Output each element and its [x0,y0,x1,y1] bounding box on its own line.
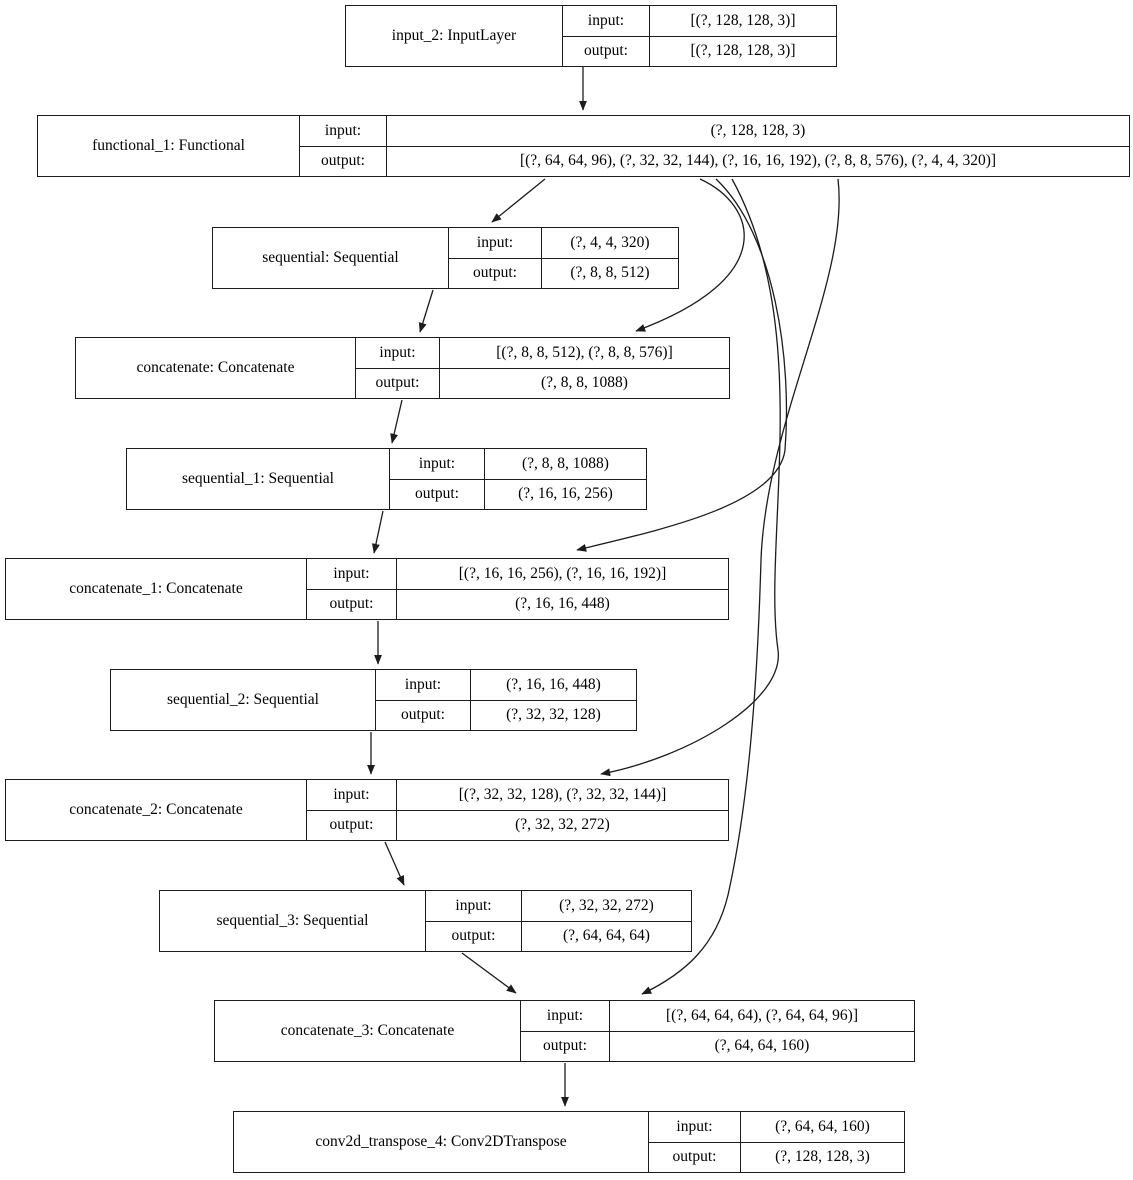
node-sequential: sequential: Sequential input: output: (?… [212,227,679,289]
input-shape: (?, 32, 32, 272) [559,896,654,914]
input-row-label: input: [404,675,442,693]
input-row-label: input: [676,1117,713,1135]
edge-functional1-concatenate1 [576,178,788,552]
input-shape: (?, 16, 16, 448) [506,675,601,693]
output-shape: (?, 128, 128, 3) [741,1141,904,1173]
node-sequential-3: sequential_3: Sequential input: output: … [159,890,692,952]
edge-sequential1-concatenate1 [372,510,384,554]
input-row-label: input: [476,233,514,251]
output-row-label: output: [376,699,470,731]
layer-name: sequential_2: Sequential [167,691,319,708]
edge-concatenate2-sequential3 [384,841,405,886]
node-input-2: input_2: InputLayer input: output: [(?, … [345,5,837,67]
input-shape: [(?, 16, 16, 256), (?, 16, 16, 192)] [458,564,667,582]
input-row-label: input: [418,454,456,472]
layer-name: sequential_1: Sequential [182,470,334,487]
layer-name: input_2: InputLayer [391,27,517,44]
output-shape: (?, 16, 16, 256) [485,478,646,510]
output-row-label: output: [649,1141,740,1173]
input-shape: [(?, 32, 32, 128), (?, 32, 32, 144)] [458,785,667,803]
output-row-label: output: [307,588,396,620]
input-shape: [(?, 128, 128, 3)] [690,11,796,29]
edge-functional1-concatenate2 [600,178,781,777]
output-row-label: output: [521,1030,609,1062]
input-shape: [(?, 8, 8, 512), (?, 8, 8, 576)] [496,343,673,361]
input-row-label: input: [455,896,492,914]
output-shape: (?, 32, 32, 128) [471,699,636,731]
layer-name: concatenate_3: Concatenate [280,1022,455,1039]
edge-functional1-concatenate3 [641,178,840,995]
output-row-label: output: [307,809,396,841]
output-shape: (?, 64, 64, 64) [522,920,691,952]
input-row-label: input: [333,564,370,582]
input-shape: (?, 4, 4, 320) [570,233,650,251]
input-shape: (?, 8, 8, 1088) [522,454,609,472]
input-row-label: input: [587,11,625,29]
input-row-label: input: [379,343,416,361]
node-concatenate-1: concatenate_1: Concatenate input: output… [5,558,729,620]
output-shape: (?, 8, 8, 512) [542,257,678,289]
layer-name: sequential: Sequential [262,249,399,266]
node-conv2d-transpose-4: conv2d_transpose_4: Conv2DTranspose inpu… [233,1111,905,1173]
edge-functional1-concatenate [635,178,745,332]
input-row-label: input: [324,121,362,139]
output-shape: (?, 32, 32, 272) [397,809,728,841]
layer-name: sequential_3: Sequential [216,912,369,929]
input-row-label: input: [333,785,370,803]
input-row-label: input: [546,1006,584,1024]
output-shape: (?, 8, 8, 1088) [440,367,729,399]
node-functional-1: functional_1: Functional input: output: … [37,115,1130,177]
output-shape: [(?, 128, 128, 3)] [650,35,836,67]
input-shape: (?, 128, 128, 3) [710,121,806,139]
output-row-label: output: [300,145,386,177]
output-shape: (?, 16, 16, 448) [397,588,728,620]
input-shape: [(?, 64, 64, 64), (?, 64, 64, 96)] [666,1006,858,1024]
layer-name: concatenate: Concatenate [136,359,295,376]
layer-name: concatenate_1: Concatenate [69,580,243,597]
output-row-label: output: [356,367,439,399]
node-concatenate: concatenate: Concatenate input: output: … [75,337,730,399]
layer-name: concatenate_2: Concatenate [69,801,243,818]
node-sequential-1: sequential_1: Sequential input: output: … [126,448,647,510]
input-shape: (?, 64, 64, 160) [775,1117,870,1135]
node-concatenate-2: concatenate_2: Concatenate input: output… [5,779,729,841]
layer-name: functional_1: Functional [92,137,245,154]
output-row-label: output: [449,257,541,289]
output-row-label: output: [426,920,521,952]
output-shape: (?, 64, 64, 160) [610,1030,914,1062]
edge-sequential3-concatenate3 [461,952,517,994]
output-shape: [(?, 64, 64, 96), (?, 32, 32, 144), (?, … [387,145,1129,177]
layer-name: conv2d_transpose_4: Conv2DTranspose [315,1133,567,1150]
output-row-label: output: [390,478,484,510]
node-sequential-2: sequential_2: Sequential input: output: … [110,669,637,731]
edge-concatenate-sequential1 [390,399,403,444]
node-concatenate-3: concatenate_3: Concatenate input: output… [214,1000,915,1062]
output-row-label: output: [563,35,649,67]
edge-sequential-concatenate [418,289,434,333]
edge-functional1-sequential [491,178,546,223]
